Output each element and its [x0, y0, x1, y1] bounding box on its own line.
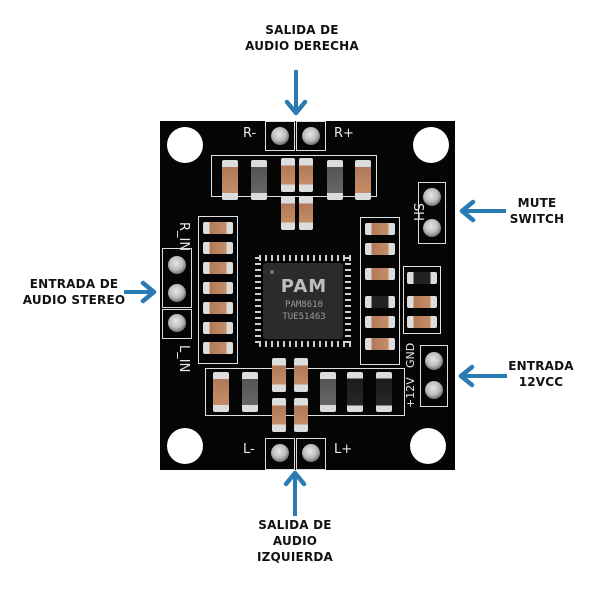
label-left-audio-output: SALIDA DE AUDIO IZQUIERDA [240, 517, 350, 565]
solder-pad [425, 352, 443, 370]
smd-resistor [203, 242, 233, 254]
smd-resistor [272, 358, 286, 392]
label-line: AUDIO [272, 534, 318, 548]
silk-gnd: GND [404, 342, 417, 368]
smd-resistor [299, 158, 313, 192]
smd-diode [347, 372, 363, 412]
smd-resistor [272, 398, 286, 432]
label-line: SALIDA DE [258, 518, 332, 532]
solder-pad [271, 127, 289, 145]
label-line: ENTRADA [508, 359, 574, 373]
label-right-audio-output: SALIDA DE AUDIO DERECHA [232, 22, 372, 54]
right-output-terminal [296, 121, 326, 151]
solder-pad [423, 188, 441, 206]
mounting-hole [410, 428, 446, 464]
left-output-terminal [265, 438, 295, 470]
smd-resistor [407, 296, 437, 308]
smd-resistor [299, 196, 313, 230]
component-outline [403, 266, 441, 334]
mounting-hole [167, 127, 203, 163]
right-output-terminal [265, 121, 295, 151]
silk-l-plus: L+ [334, 442, 353, 457]
arrow-up-icon [283, 470, 307, 516]
label-line: ENTRADA DE [29, 277, 119, 291]
solder-pad [302, 127, 320, 145]
smd-resistor [294, 358, 308, 392]
smd-resistor [365, 243, 395, 255]
power-input-terminal [420, 345, 448, 407]
solder-pad [168, 256, 186, 274]
solder-pad [168, 314, 186, 332]
smd-resistor [294, 398, 308, 432]
label-line: SALIDA DE [265, 23, 339, 37]
smd-resistor [203, 322, 233, 334]
smd-resistor [365, 316, 395, 328]
label-line: IZQUIERDA [256, 550, 334, 564]
label-line: AUDIO STEREO [22, 293, 126, 307]
smd-diode [376, 372, 392, 412]
smd-capacitor [327, 160, 343, 200]
stereo-input-terminal [162, 248, 192, 308]
solder-pad [302, 444, 320, 462]
solder-pad [271, 444, 289, 462]
smd-resistor [203, 342, 233, 354]
silk-l-minus: L- [243, 442, 255, 457]
label-stereo-audio-input: ENTRADA DE AUDIO STEREO [18, 276, 130, 308]
chip-code: TUE51463 [282, 312, 326, 322]
smd-resistor [203, 302, 233, 314]
component-outline [198, 216, 238, 364]
smd-capacitor [407, 272, 437, 284]
arrow-right-icon [124, 280, 157, 304]
component-outline [360, 217, 400, 365]
smd-resistor [203, 262, 233, 274]
smd-resistor [281, 196, 295, 230]
smd-inductor [213, 372, 229, 412]
label-line: MUTE [517, 196, 557, 210]
smd-capacitor [365, 296, 395, 308]
silk-r-in: R_IN [176, 222, 191, 252]
smd-resistor [281, 158, 295, 192]
silk-r-plus: R+ [334, 126, 354, 141]
smd-capacitor [251, 160, 267, 200]
smd-resistor [365, 223, 395, 235]
left-output-terminal [296, 438, 326, 470]
mounting-hole [167, 428, 203, 464]
silk-12v: +12V [404, 377, 417, 408]
label-12vcc-input: ENTRADA 12VCC [504, 358, 578, 390]
silk-r-minus: R- [243, 126, 257, 141]
stereo-input-terminal [162, 309, 192, 339]
arrow-down-icon [284, 70, 308, 116]
label-line: SWITCH [509, 212, 565, 226]
label-line: AUDIO DERECHA [245, 39, 359, 53]
mounting-hole [413, 127, 449, 163]
chip-logo: PAM [280, 276, 328, 297]
mute-switch-terminal [418, 182, 446, 244]
smd-resistor [365, 268, 395, 280]
smd-capacitor [242, 372, 258, 412]
label-mute-switch: MUTE SWITCH [502, 195, 572, 227]
smd-inductor [222, 160, 238, 200]
solder-pad [168, 284, 186, 302]
smd-resistor [203, 222, 233, 234]
pam8610-chip [263, 263, 343, 339]
arrow-left-icon [459, 199, 506, 223]
smd-capacitor [320, 372, 336, 412]
pin1-marker [270, 270, 274, 274]
silk-l-in: L_IN [176, 345, 191, 373]
label-line: 12VCC [518, 375, 564, 389]
solder-pad [425, 381, 443, 399]
smd-inductor [355, 160, 371, 200]
smd-resistor [407, 316, 437, 328]
solder-pad [423, 219, 441, 237]
smd-resistor [203, 282, 233, 294]
chip-model: PAM8610 [285, 300, 323, 310]
smd-resistor [365, 338, 395, 350]
arrow-left-icon [458, 364, 507, 388]
